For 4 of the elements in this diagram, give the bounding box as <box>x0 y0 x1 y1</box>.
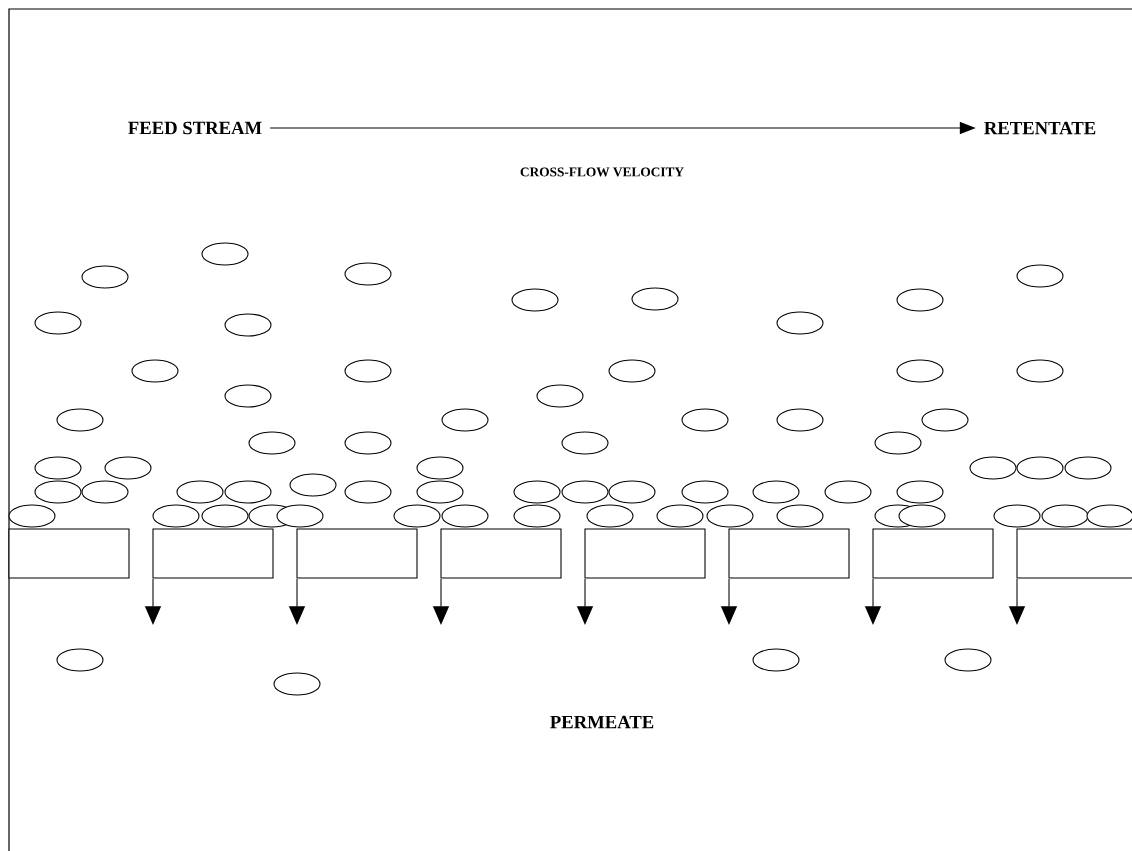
flow-label: PERMEATE <box>550 715 654 729</box>
flow-label: RETENTATE <box>984 121 1096 135</box>
edge-label: CROSS-FLOW VELOCITY <box>518 166 686 178</box>
flow-label: FEED STREAM <box>128 121 262 135</box>
